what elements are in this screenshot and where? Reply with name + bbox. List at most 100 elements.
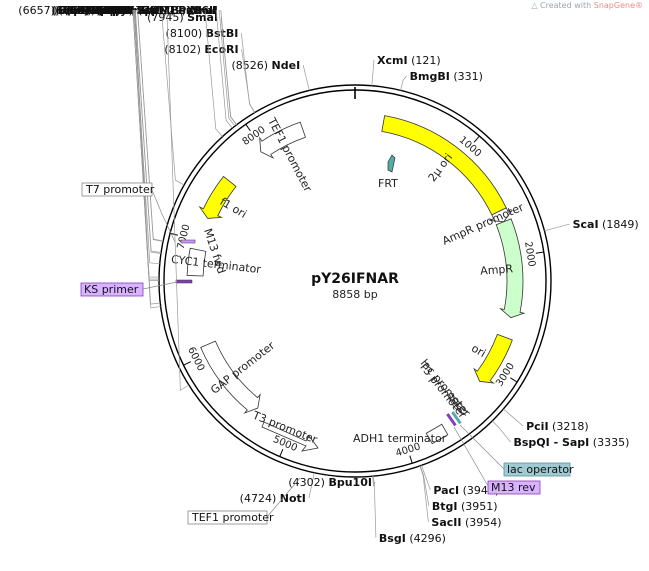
site-name-smai: SmaI: [187, 11, 218, 24]
feature-label-t3-promoter: T3 promoter: [416, 359, 470, 422]
site-leader-nrui: [218, 9, 236, 127]
feature-label-2-ori: 2µ ori: [426, 151, 456, 184]
site-nrui: (7929) NruI: [149, 4, 216, 17]
site-name-bmgbi: BmgBI: [410, 70, 450, 83]
site-btgi: BtgI (3951): [432, 500, 498, 513]
site-leader-bsu36i: [215, 9, 233, 129]
tef1-leader: [266, 477, 301, 518]
site-ppumi: (6768) PpuMI: [52, 4, 131, 17]
site-bmgbi: BmgBI (331): [410, 70, 483, 83]
site-pos-bspdi-clai: (6657): [18, 4, 55, 17]
watermark-brand: SnapGene®: [593, 1, 643, 10]
feature-f1-ori: [198, 175, 237, 219]
site-sacii: SacII (3954): [431, 516, 501, 529]
site-leader-sacii: [419, 465, 429, 522]
watermark-text: Created with: [540, 1, 592, 10]
lac-operator-mark: [451, 411, 462, 425]
feature-ori: [473, 333, 513, 384]
site-pos-spei: (5855): [96, 4, 133, 17]
ks-primer-mark: [175, 279, 193, 284]
feature-label-f1-ori: f1 ori: [218, 195, 249, 221]
site-leader-bsrgi: [134, 9, 161, 254]
frt-feature: FRT: [378, 154, 398, 190]
site-pos-mlui: (6849): [66, 4, 103, 17]
tef1-promoter-box-label: TEF1 promoter: [191, 511, 274, 524]
site-pos-bsu36i: (7905): [131, 4, 168, 17]
lac-operator-leader: [459, 424, 505, 470]
m13-rev-rect: [487, 480, 541, 495]
plasmid-name: pY26IFNAR: [311, 271, 399, 287]
feature-cyc1-terminator: [186, 247, 207, 277]
site-leader-spei: [166, 9, 190, 391]
feature-t3-promoter: [447, 395, 464, 416]
site-ecori: (8102) EcoRI: [164, 43, 238, 56]
feature-ampr: [495, 218, 526, 319]
tick-3000: [510, 377, 518, 383]
frt-arrow: [387, 154, 396, 173]
adh1-feature: ADH1 terminator: [353, 423, 449, 445]
site-pos-xcmi: (121): [411, 54, 441, 67]
site-bspqi-sapi: BspQI - SapI (3335): [513, 436, 629, 449]
site-name-ndei: NdeI: [272, 59, 301, 72]
watermark-icon: △: [531, 1, 538, 10]
site-pos-btgi: (3951): [461, 500, 498, 513]
ks-primer-site: [175, 279, 193, 284]
site-name-btgi: BtgI: [432, 500, 458, 513]
tick-8000: [245, 124, 251, 132]
site-pos-noti: (4724): [240, 492, 277, 505]
site-leader-psti: [204, 9, 223, 137]
site-leader-draiii: [161, 9, 185, 186]
site-pos-ecori: (8102): [164, 43, 201, 56]
site-pos-ppumi: (6768): [52, 4, 89, 17]
site-pos-bsgi: (4296): [409, 532, 446, 545]
site-bsrgi: (6842) BsrGI: [59, 4, 133, 17]
site-name-ppumi: PpuMI: [92, 4, 131, 17]
site-psti: (7812) PstI: [138, 4, 202, 17]
feature-label-ori: ori: [469, 342, 488, 360]
t7-promoter-rect: [81, 182, 153, 197]
tick-label-2000: 2000: [522, 241, 537, 268]
m13-rev-box: M13 rev: [453, 426, 541, 495]
tick-2000: [535, 251, 544, 254]
lac-operator-box: lac operator: [459, 424, 574, 477]
site-pos-sacii: (3954): [465, 516, 502, 529]
lac-operator-label: lac operator: [507, 463, 574, 476]
feature-label-ampr: AmpR: [480, 262, 514, 277]
site-pos-nrui: (7929): [149, 4, 186, 17]
site-name-ecori: EcoRI: [204, 43, 238, 56]
site-leader-paci: [421, 465, 431, 490]
site-name-scai: ScaI: [573, 218, 599, 231]
adh1-box: [425, 423, 449, 445]
site-bpu10i: (4302) Bpu10I: [288, 476, 372, 489]
site-acc65i: (6929) Acc65I: [53, 4, 134, 17]
site-name-xcmi: XcmI: [377, 54, 408, 67]
m13-rev-label: M13 rev: [491, 481, 536, 494]
m13-rev-mark: [446, 413, 457, 427]
t7-promoter-label: T7 promoter: [85, 183, 155, 196]
site-name-bpu10i: Bpu10I: [328, 476, 372, 489]
site-pos-draiii: (7365): [84, 4, 121, 17]
site-noti: (4724) NotI: [240, 492, 306, 505]
site-styi: (6485) StyI: [67, 4, 132, 17]
site-name-pspxi: PspXI: [95, 4, 130, 17]
ks-leader: [142, 281, 178, 290]
t7-promoter-box: T7 promoter: [81, 182, 176, 243]
site-pos-psti: (7812): [138, 4, 175, 17]
tick-4000: [409, 455, 413, 464]
watermark: △ Created with SnapGene®: [531, 1, 643, 10]
site-scai: ScaI (1849): [573, 218, 639, 231]
site-name-tspmi-xmai: TspMI - XmaI: [139, 4, 218, 17]
site-name-kpni: KpnI: [106, 4, 134, 17]
site-leader-tspmi-xmai: [220, 9, 237, 126]
site-name-pcii: PciI: [526, 420, 548, 433]
site-leader-ndei: [302, 65, 310, 91]
site-name-bstbi: BstBI: [206, 27, 239, 40]
feature-ampr-promoter: [488, 207, 514, 223]
site-spei: (5855) SpeI: [96, 4, 163, 17]
site-name-mlui: MluI: [106, 4, 133, 17]
site-pos-pspxi: (6671): [55, 4, 92, 17]
site-pos-bpu10i: (4302): [288, 476, 325, 489]
tick-1000: [473, 135, 480, 143]
tick-label-7000: 7000: [176, 223, 193, 250]
site-name-acc65i: Acc65I: [94, 4, 135, 17]
